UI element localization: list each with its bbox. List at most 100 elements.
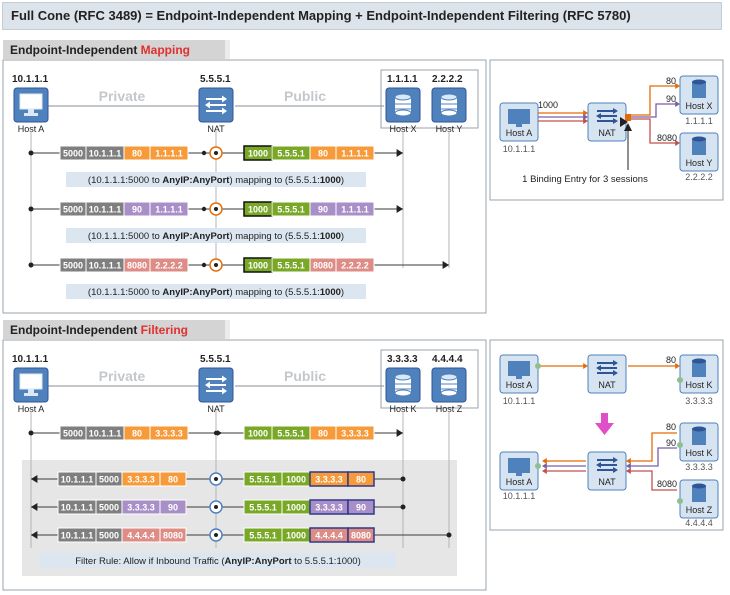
servers-group-box — [380, 69, 479, 129]
nat-hop-center — [214, 477, 218, 481]
nat-hop-center — [214, 207, 218, 211]
host-a-ip: 10.1.1.1 — [12, 74, 49, 85]
delivered-packet-cell-text: 80 — [168, 475, 178, 485]
host-z-ip: 4.4.4.4 — [432, 354, 463, 365]
nat-arrow-head — [613, 370, 618, 376]
host-name: Host A — [18, 404, 45, 414]
inbound-packet-cell — [347, 499, 375, 515]
section-heading: Endpoint-Independent Mapping — [10, 43, 190, 57]
inbound-packet-cell-text: 1000 — [286, 531, 306, 541]
monitor-base — [24, 113, 38, 116]
flow-start-dot — [28, 206, 34, 212]
db-bottom — [394, 389, 412, 397]
outbound-packet-cell-text: 80 — [132, 429, 142, 439]
monitor-stand — [516, 124, 522, 127]
note-segment: AnyIP:AnyPort — [162, 231, 230, 242]
binding-caption: 1 Binding Entry for 3 sessions — [522, 174, 648, 185]
note-segment: (10.1.1.1:5000 to — [88, 175, 162, 186]
delivered-packet-cell-text: 5000 — [99, 503, 119, 513]
nat-arrow-head — [613, 457, 618, 463]
port-dot — [535, 363, 541, 369]
inbound-packet-cell-text: 90 — [356, 503, 366, 513]
arrow-head-icon — [583, 118, 588, 124]
inbound-start-dot — [400, 476, 406, 482]
nat-arrow-head — [596, 365, 601, 371]
note-segment: AnyIP:AnyPort — [225, 556, 293, 567]
database-icon — [692, 139, 706, 155]
delivered-packet-cell — [159, 471, 187, 487]
private-label: Private — [99, 368, 146, 384]
arrow-head-icon — [626, 468, 631, 474]
note-segment: (10.1.1.1:5000 to — [88, 287, 162, 298]
note-segment: ) — [341, 175, 344, 186]
outbound-packet-cell-text: 3.3.3.3 — [155, 429, 183, 439]
nat-arrow-head — [596, 113, 601, 119]
translated-packet-cell-text: 90 — [318, 205, 328, 215]
nat-small-name: NAT — [598, 380, 616, 390]
server-small-name: Host Y — [686, 158, 713, 168]
translated-packet-cell-text: 5.5.5.1 — [277, 261, 305, 271]
arrow-head-icon — [620, 117, 628, 127]
delivered-packet-cell-text: 3.3.3.3 — [127, 503, 155, 513]
nat-arrow-head — [222, 107, 227, 115]
translated-packet-cell — [335, 425, 375, 441]
database-icon — [385, 87, 421, 123]
translated-packet-cell-text: 5.5.5.1 — [277, 429, 305, 439]
side-port-90: 90 — [666, 438, 676, 448]
side-nat-port: 1000 — [538, 100, 558, 110]
delivered-packet-cell — [159, 527, 187, 543]
database-icon — [692, 486, 706, 502]
inbound-packet-cell — [347, 471, 375, 487]
arrow-head-icon — [542, 458, 547, 464]
arrow-head-icon — [542, 468, 547, 474]
translated-packet-cell-text: 1.1.1.1 — [341, 205, 369, 215]
db-top — [692, 358, 706, 364]
db-top — [440, 93, 458, 101]
translated-packet-cell-text: 80 — [318, 149, 328, 159]
outbound-packet-cell-text: 10.1.1.1 — [89, 149, 122, 159]
note-segment: ) — [341, 287, 344, 298]
nat-arrow-head — [222, 95, 227, 103]
nat-ip: 5.5.5.1 — [200, 74, 231, 85]
outbound-packet-cell-text: 10.1.1.1 — [89, 429, 122, 439]
filter-rule-text: Filter Rule: Allow if Inbound Traffic (A… — [75, 556, 361, 567]
arrow-head-icon — [217, 430, 222, 436]
outbound-packet-cell-text: 5000 — [63, 149, 83, 159]
arrow-head-icon — [396, 429, 403, 437]
outbound-packet-cell-text: 5000 — [63, 261, 83, 271]
monitor-base — [24, 393, 38, 396]
arrow-head-icon — [31, 503, 38, 511]
nat-arrows-icon — [198, 87, 234, 123]
section-heading-bg — [3, 40, 225, 59]
outbound-packet-cell-text: 5000 — [63, 429, 83, 439]
delivered-packet-cell-text: 8080 — [163, 531, 183, 541]
nat-in-dot — [201, 150, 207, 156]
section-heading-bg — [3, 320, 225, 339]
nat-arrow-head — [222, 387, 227, 395]
outbound-packet-cell-text: 90 — [132, 205, 142, 215]
nat-arrow-head — [205, 101, 210, 109]
server-name: Host X — [389, 124, 416, 134]
arrow-head-icon — [396, 149, 403, 157]
arrow-head-icon — [583, 363, 588, 369]
translated-packet-cell — [335, 257, 375, 273]
section-heading-tail — [225, 320, 230, 339]
translated-packet-cell-text: 5.5.5.1 — [277, 205, 305, 215]
note-segment: ) mapping to (5.5.5.1: — [229, 287, 319, 298]
inbound-packet-cell-text: 5.5.5.1 — [249, 531, 277, 541]
arrow-head-icon — [675, 363, 680, 369]
note-segment: 1000 — [320, 287, 341, 298]
note-segment: Endpoint-Independent — [10, 323, 141, 337]
server-small-name: Host Z — [686, 505, 713, 515]
inbound-packet-cell-text: 1000 — [286, 503, 306, 513]
flow-start-dot — [28, 150, 34, 156]
host-name: Host A — [18, 124, 45, 134]
monitor-screen — [19, 373, 43, 390]
side-flow-x-80 — [631, 85, 677, 116]
note-segment: ) mapping to (5.5.5.1: — [229, 231, 319, 242]
inbound-packet-cell-text: 3.3.3.3 — [315, 503, 343, 513]
outbound-packet-cell-text: 1.1.1.1 — [155, 149, 183, 159]
arrow-head-icon — [583, 110, 588, 116]
side-port-8080: 8080 — [657, 479, 677, 489]
